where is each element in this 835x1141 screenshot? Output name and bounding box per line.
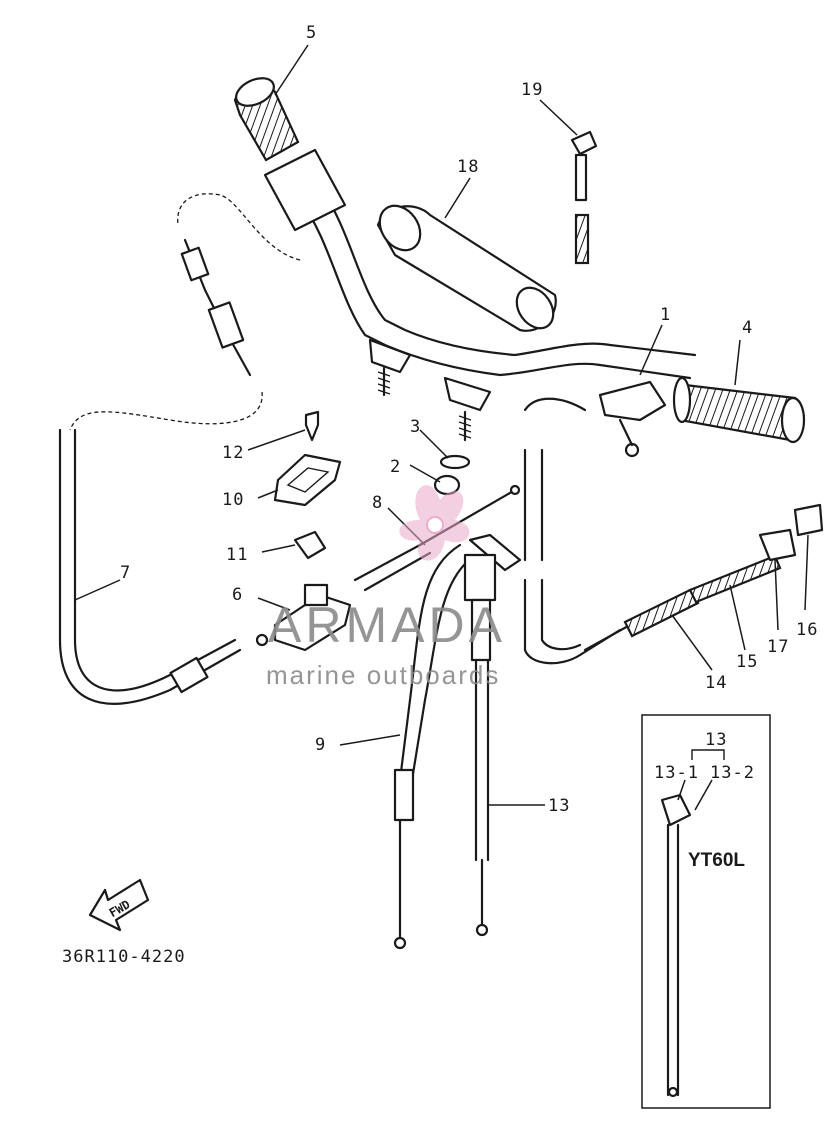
washer-nut <box>433 454 471 496</box>
small-parts-left <box>255 410 352 652</box>
cable-9 <box>393 543 477 950</box>
label-part-4: 4 <box>742 318 753 338</box>
label-part-15: 15 <box>736 652 758 672</box>
label-part-7: 7 <box>120 563 131 583</box>
label-part-12: 12 <box>222 443 244 463</box>
handlebar <box>298 188 697 458</box>
cable-7 <box>58 428 242 705</box>
watermark-logo <box>399 485 470 561</box>
inset-yt60l <box>641 714 771 1109</box>
label-inset-13-1: 13-1 <box>654 763 699 783</box>
fwd-arrow <box>88 878 150 932</box>
inset-model-label: YT60L <box>688 850 745 871</box>
label-part-13: 13 <box>548 796 570 816</box>
label-part-17: 17 <box>767 637 789 657</box>
label-part-9: 9 <box>315 735 326 755</box>
grip-18 <box>376 204 557 332</box>
label-part-16: 16 <box>796 620 818 640</box>
label-part-1: 1 <box>660 305 671 325</box>
label-part-10: 10 <box>222 490 244 510</box>
watermark-brand: ARMADA <box>268 597 506 653</box>
label-part-19: 19 <box>521 80 543 100</box>
label-part-2: 2 <box>390 457 401 477</box>
label-part-5: 5 <box>306 23 317 43</box>
part-labels: 5 19 18 1 4 12 3 2 8 10 11 6 7 9 13 14 1… <box>120 23 818 816</box>
cable-13 <box>463 533 522 937</box>
watermark-tagline: marine outboards <box>266 660 500 690</box>
right-grip <box>672 376 806 444</box>
key-19 <box>570 130 598 265</box>
left-grip <box>233 77 347 232</box>
label-part-14: 14 <box>705 673 727 693</box>
diagram-code: 36R110-4220 <box>62 947 186 967</box>
label-inset-13: 13 <box>705 730 727 750</box>
cable-left <box>69 193 301 431</box>
label-part-3: 3 <box>410 417 421 437</box>
label-inset-13-2: 13-2 <box>710 763 755 783</box>
label-part-11: 11 <box>226 545 248 565</box>
cable-right <box>523 397 824 665</box>
label-part-8: 8 <box>372 493 383 513</box>
label-part-6: 6 <box>232 585 243 605</box>
watermark: ARMADA marine outboards <box>266 485 506 690</box>
label-part-18: 18 <box>457 157 479 177</box>
